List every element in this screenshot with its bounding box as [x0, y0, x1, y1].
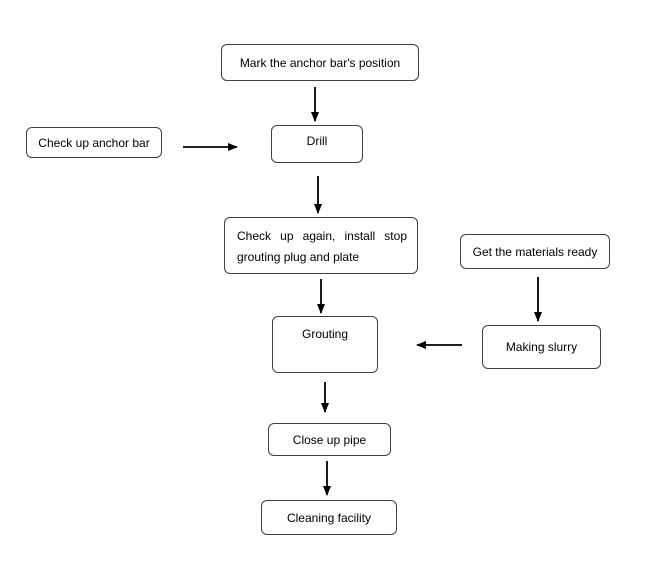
node-check-again-install: Check up again, install stop grouting pl…	[224, 217, 418, 274]
node-label: Cleaning facility	[286, 510, 372, 525]
node-making-slurry: Making slurry	[482, 325, 601, 369]
node-label: Grouting	[301, 327, 349, 341]
node-label: Check up again, install stop grouting pl…	[237, 229, 407, 264]
node-label: Making slurry	[505, 340, 578, 354]
node-label: Get the materials ready	[472, 244, 598, 259]
node-get-materials-ready: Get the materials ready	[460, 234, 610, 269]
node-label: Mark the anchor bar's position	[239, 55, 401, 70]
node-grouting: Grouting	[272, 316, 378, 373]
node-drill: Drill	[271, 125, 363, 163]
node-cleaning-facility: Cleaning facility	[261, 500, 397, 535]
node-mark-anchor-position: Mark the anchor bar's position	[221, 44, 419, 81]
node-check-anchor-bar: Check up anchor bar	[26, 127, 162, 158]
node-close-up-pipe: Close up pipe	[268, 423, 391, 456]
node-label: Drill	[306, 134, 328, 148]
node-label: Check up anchor bar	[38, 135, 150, 150]
node-label: Close up pipe	[292, 432, 367, 447]
